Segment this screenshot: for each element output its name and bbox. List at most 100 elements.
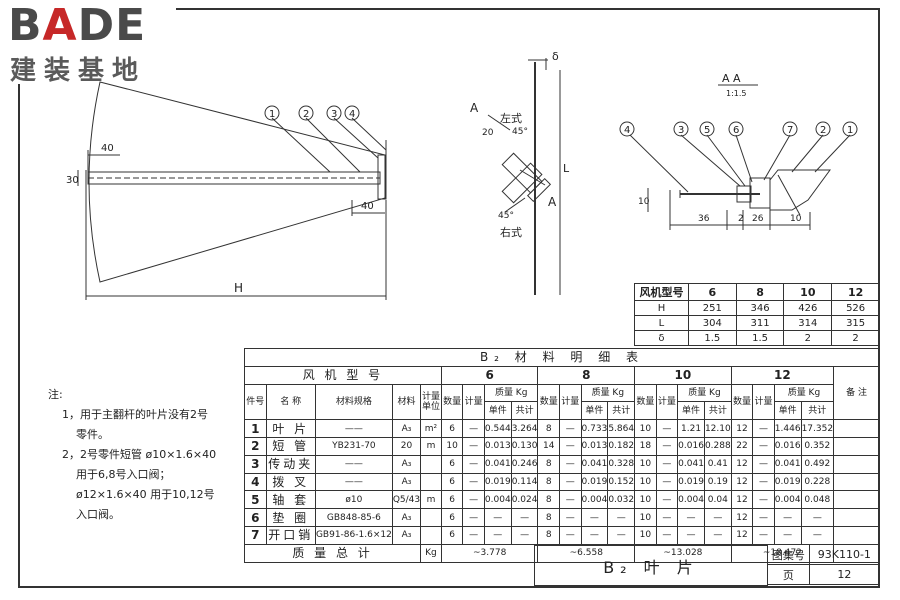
data-cell: 0.19 — [703, 472, 732, 492]
col-header: 质量 Kg — [677, 383, 732, 403]
remark-cell — [833, 419, 880, 438]
data-cell: — — [752, 508, 775, 527]
data-cell: 12 — [730, 419, 754, 438]
data-cell: 8 — [537, 525, 560, 545]
part-spec-cell: —— — [314, 472, 393, 492]
left-type-label: 左式 — [500, 112, 522, 125]
data-cell: 6 — [440, 472, 464, 492]
data-cell: — — [677, 525, 705, 545]
col-header: 共计 — [510, 401, 539, 421]
section-dim-2: 2 — [738, 214, 744, 224]
data-cell: 10 — [634, 525, 657, 545]
data-cell: 0.152 — [607, 472, 636, 492]
part-name-cell: 拨 叉 — [265, 472, 316, 492]
spec-col: 12 — [831, 283, 880, 301]
data-cell: — — [773, 508, 802, 527]
spec-cell: 526 — [831, 300, 880, 316]
data-cell: — — [655, 508, 679, 527]
page-value: 12 — [808, 564, 881, 585]
data-cell: 12 — [730, 472, 754, 492]
part-material-cell: Q5/43 — [391, 490, 422, 510]
data-cell: — — [462, 490, 485, 510]
col-header: 名 称 — [265, 383, 316, 421]
section-callout-2: 2 — [820, 125, 826, 136]
part-name-cell: 传动夹 — [265, 454, 316, 474]
col-header: 材料规格 — [314, 383, 393, 421]
data-cell: — — [559, 525, 582, 545]
data-cell: 0.041 — [580, 454, 609, 474]
logo: BADE 建装基地 — [6, 0, 176, 86]
data-cell: 8 — [537, 472, 560, 492]
part-material-cell: A₃ — [391, 525, 422, 545]
data-cell: — — [655, 490, 679, 510]
part-unit-cell: m² — [420, 419, 442, 438]
part-spec-cell: ø10 — [314, 490, 393, 510]
col-header: 质量 Kg — [580, 383, 636, 403]
spec-row-label: δ — [634, 330, 689, 346]
section-callout-7: 7 — [787, 125, 793, 136]
data-cell: 3.264 — [510, 419, 539, 438]
data-cell: — — [752, 525, 775, 545]
notes: 注: 1，用于主翻杆的叶片没有2号 零件。 2，2号零件短管 ø10×1.6×4… — [48, 385, 238, 525]
part-spec-cell: —— — [314, 454, 393, 474]
data-cell: — — [559, 490, 582, 510]
part-no-cell: 2 — [244, 436, 267, 456]
spec-cell: 2 — [783, 330, 833, 346]
note-line: 零件。 — [76, 428, 109, 441]
part-name-cell: 叶 片 — [265, 419, 316, 438]
data-cell: 0.544 — [483, 419, 512, 438]
fan-model-row: 风 机 型 号 6 8 10 12 备 注 — [244, 365, 880, 421]
column-header-row: 件号 名 称 材料规格 材料 计量单位 数量 计量 质量 Kg 数量 计量 质量… — [244, 383, 880, 421]
data-cell: 0.019 — [483, 472, 512, 492]
data-cell: 18 — [634, 436, 657, 456]
data-cell: — — [655, 419, 679, 438]
data-cell: — — [462, 525, 485, 545]
data-cell: — — [462, 436, 485, 456]
callout-circle — [298, 105, 314, 121]
part-material-cell: A₃ — [391, 419, 422, 438]
data-cell: 10 — [634, 490, 657, 510]
col-header: 单件 — [677, 401, 705, 421]
part-no-cell: 6 — [244, 508, 267, 527]
data-cell: 0.013 — [483, 436, 512, 456]
part-no-cell: 7 — [244, 525, 267, 545]
data-cell: 12 — [730, 490, 754, 510]
material-table-title: B₂ 材 料 明 细 表 — [244, 348, 880, 367]
data-cell: 8 — [537, 490, 560, 510]
part-unit-cell — [420, 472, 442, 492]
data-cell: — — [752, 419, 775, 438]
data-cell: 0.004 — [483, 490, 512, 510]
col-header: 计量 — [462, 383, 485, 421]
remark-cell — [833, 490, 880, 510]
part-material-cell: A₃ — [391, 472, 422, 492]
data-cell: 6 — [440, 490, 464, 510]
data-cell: 0.130 — [510, 436, 539, 456]
spec-header-row: 风机型号 6 8 10 12 — [634, 283, 880, 301]
data-cell: 12 — [730, 525, 754, 545]
col-header: 单件 — [773, 401, 802, 421]
data-cell: 0.004 — [773, 490, 802, 510]
data-cell: 12 — [730, 454, 754, 474]
data-cell: 0.024 — [510, 490, 539, 510]
length-L-label: L — [563, 162, 570, 175]
dim-label-left: 40 — [101, 143, 114, 154]
section-dim-26: 26 — [752, 214, 764, 224]
data-cell: — — [559, 419, 582, 438]
part-no-cell: 5 — [244, 490, 267, 510]
spec-cell: 426 — [783, 300, 833, 316]
fan-model: 12 — [730, 365, 835, 385]
data-cell: 10 — [634, 508, 657, 527]
part-spec-cell: GB91-86-1.6×12 — [314, 525, 393, 545]
callout-circle — [326, 105, 342, 121]
data-cell: — — [559, 508, 582, 527]
data-cell: 0.114 — [510, 472, 539, 492]
part-unit-cell: m — [420, 490, 442, 510]
logo-subtitle: 建装基地 — [10, 56, 147, 86]
callout-circle — [344, 105, 360, 121]
spec-cell: 314 — [783, 315, 833, 331]
part-no-cell: 3 — [244, 454, 267, 474]
data-cell: 10 — [440, 436, 464, 456]
part-material-cell: A₃ — [391, 508, 422, 527]
spec-row: L 304 311 314 315 — [634, 315, 880, 331]
